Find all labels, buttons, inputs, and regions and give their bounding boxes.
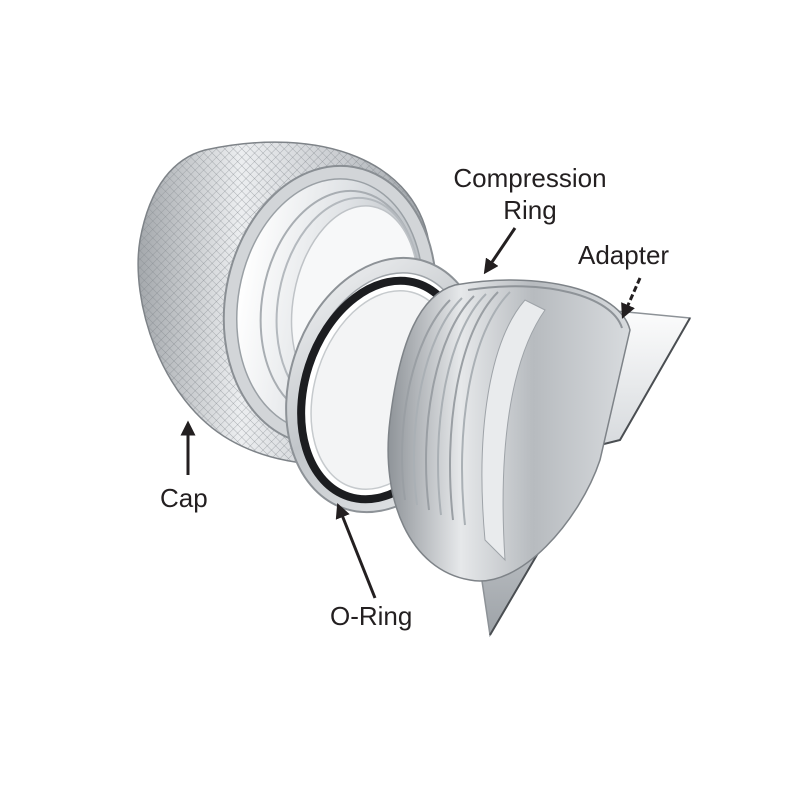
compression-ring-label-line2: Ring: [503, 195, 557, 225]
o-ring-arrow: [335, 503, 377, 599]
cap-label: Cap: [160, 483, 208, 513]
compression-ring-label-line1: Compression: [453, 163, 607, 193]
adapter-label: Adapter: [578, 240, 670, 270]
compression-ring-label: Compression Ring: [430, 162, 630, 226]
o-ring-label: O-Ring: [330, 601, 413, 631]
adapter-arrow: [621, 277, 642, 319]
adapter-part: [387, 279, 692, 638]
compression-ring-arrow: [483, 227, 517, 275]
